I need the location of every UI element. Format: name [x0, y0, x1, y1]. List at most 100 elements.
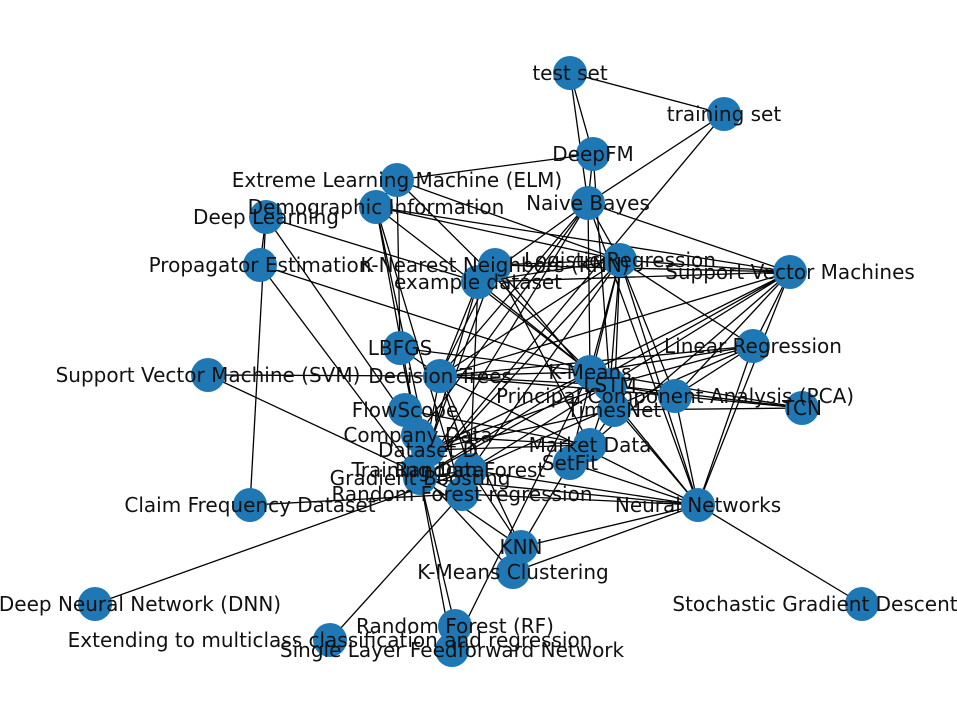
node-label-propagator: Propagator Estimation: [149, 253, 372, 277]
node-multiclass: [313, 623, 347, 657]
edge-knn_full-logistic: [494, 259, 621, 266]
edge-rf_regression-neural_networks: [461, 493, 699, 506]
edge-neural_networks-sgd: [697, 504, 863, 605]
node-label-kmeans_clustering: K-Means Clustering: [417, 560, 608, 584]
node-pca: [658, 379, 692, 413]
node-slfn: [435, 633, 469, 667]
edge-pca-tcn: [674, 395, 803, 409]
node-naive_bayes: [571, 186, 605, 220]
edge-rf_regression-multiclass: [329, 493, 463, 641]
edge-demographic-svm_plural: [375, 206, 791, 273]
node-label-knn_full: K-Nearest Neighbors (KNN): [360, 253, 629, 277]
edge-lbfgs-kmeans: [399, 347, 591, 373]
node-neural_networks: [681, 488, 715, 522]
edge-rf_regression-claim_freq: [249, 493, 463, 506]
node-label-training_data: Training Data: [350, 458, 484, 482]
edge-naive_bayes-gradient_boosting: [419, 202, 589, 479]
node-label-kmeans: K-Means: [548, 360, 631, 384]
node-lbfgs: [383, 331, 417, 365]
node-label-training_set: training set: [667, 102, 782, 126]
edge-logistic-pca: [619, 259, 676, 397]
node-timesnet: [597, 393, 631, 427]
node-test_set: [553, 56, 587, 90]
edge-svm_plural-kmeans: [589, 271, 791, 373]
edge-random_forest-dnn: [94, 469, 471, 605]
node-label-lstm: LSTM: [583, 373, 636, 397]
edge-random_forest-neural_networks: [469, 469, 699, 506]
edge-elm-lbfgs: [396, 179, 401, 349]
node-lstm: [593, 368, 627, 402]
node-label-sgd: Stochastic Gradient Descent: [672, 592, 957, 616]
node-label-deep_learning: Deep Learning: [193, 205, 339, 229]
node-label-setfit: SetFit: [542, 451, 598, 475]
node-label-decision_trees: Decision Trees: [368, 364, 512, 388]
edge-linear_reg-lstm: [609, 345, 754, 386]
edge-decision_trees-kmeans: [439, 371, 591, 377]
edge-logistic-gradient_boosting: [419, 259, 621, 479]
edge-example_dataset-svm_plural: [477, 271, 791, 283]
node-elm: [380, 163, 414, 197]
node-label-knn: KNN: [499, 535, 542, 559]
node-training_data: [401, 453, 435, 487]
node-training_set: [707, 97, 741, 131]
edge-layer: [94, 72, 863, 651]
node-label-gradient_boosting: Gradient Boosting: [330, 466, 511, 490]
edge-test_set-naive_bayes: [569, 72, 589, 204]
node-rf_regression: [445, 477, 479, 511]
edge-knn_full-market_data: [494, 264, 591, 446]
node-logistic: [603, 243, 637, 277]
edge-timesnet-dataset_d: [427, 409, 615, 451]
node-deepfm: [576, 137, 610, 171]
edge-test_set-training_set: [569, 72, 725, 115]
edge-example_dataset-kmeans: [477, 281, 591, 373]
edge-deepfm-elm: [396, 153, 594, 181]
node-flowscope: [388, 393, 422, 427]
node-label-rf_regression: Random Forest regression: [331, 482, 592, 506]
node-label-market_data: Market Data: [529, 433, 652, 457]
edge-rf_paren-training_data: [417, 469, 456, 627]
node-example_dataset: [461, 265, 495, 299]
edge-propagator-kmeans: [259, 264, 591, 373]
node-claim_freq: [233, 488, 267, 522]
edge-svm_plural-pca: [674, 271, 791, 397]
edge-flowscope-market_data: [404, 409, 591, 446]
node-label-tcn: TCN: [781, 396, 822, 420]
node-label-svm_single: Support Vector Machine (SVM): [56, 363, 361, 387]
edge-lstm-tcn: [609, 384, 803, 409]
edge-lstm-dataset_d: [427, 384, 611, 451]
node-label-elm: Extreme Learning Machine (ELM): [232, 168, 562, 192]
edge-demographic-logistic: [375, 206, 621, 261]
edge-slfn-kmeans: [451, 371, 591, 651]
edge-naive_bayes-svm_plural: [587, 202, 791, 273]
edge-logistic-neural_networks: [619, 259, 699, 506]
node-label-example_dataset: example dataset: [394, 270, 562, 294]
node-label-slfn: Single Layer Feedforward Network: [280, 638, 625, 662]
edge-linear_reg-kmeans: [589, 345, 754, 373]
node-sgd: [845, 587, 879, 621]
node-label-rf_paren: Random Forest (RF): [356, 614, 554, 638]
edge-neural_networks-kmeans_clustering: [512, 504, 699, 573]
edge-decision_trees-pca: [439, 375, 676, 397]
node-demographic: [359, 190, 393, 224]
node-label-multiclass: Extending to multiclass classification a…: [68, 628, 593, 652]
node-dnn: [78, 587, 112, 621]
edge-svm_plural-random_forest: [469, 271, 791, 471]
node-label-dnn: Deep Neural Network (DNN): [0, 592, 281, 616]
node-label-pca: Principal Component Analysis (PCA): [496, 384, 854, 408]
edge-market_data-dataset_d: [427, 444, 591, 451]
node-setfit: [553, 446, 587, 480]
node-label-flowscope: FlowScope: [352, 398, 459, 422]
edge-training_set-naive_bayes: [587, 113, 725, 204]
node-kmeans_clustering: [496, 555, 530, 589]
edge-company_data-market_data: [417, 434, 591, 446]
node-label-deepfm: DeepFM: [552, 142, 633, 166]
node-label-svm_plural: Support Vector Machines: [665, 260, 915, 284]
node-label-demographic: Demographic Information: [248, 195, 505, 219]
node-label-timesnet: TimesNet: [566, 398, 662, 422]
edge-timesnet-tcn: [613, 407, 803, 411]
edge-elm-logistic: [396, 179, 621, 261]
edge-training_set-gradient_boosting: [419, 113, 725, 479]
node-label-naive_bayes: Naive Bayes: [526, 191, 650, 215]
